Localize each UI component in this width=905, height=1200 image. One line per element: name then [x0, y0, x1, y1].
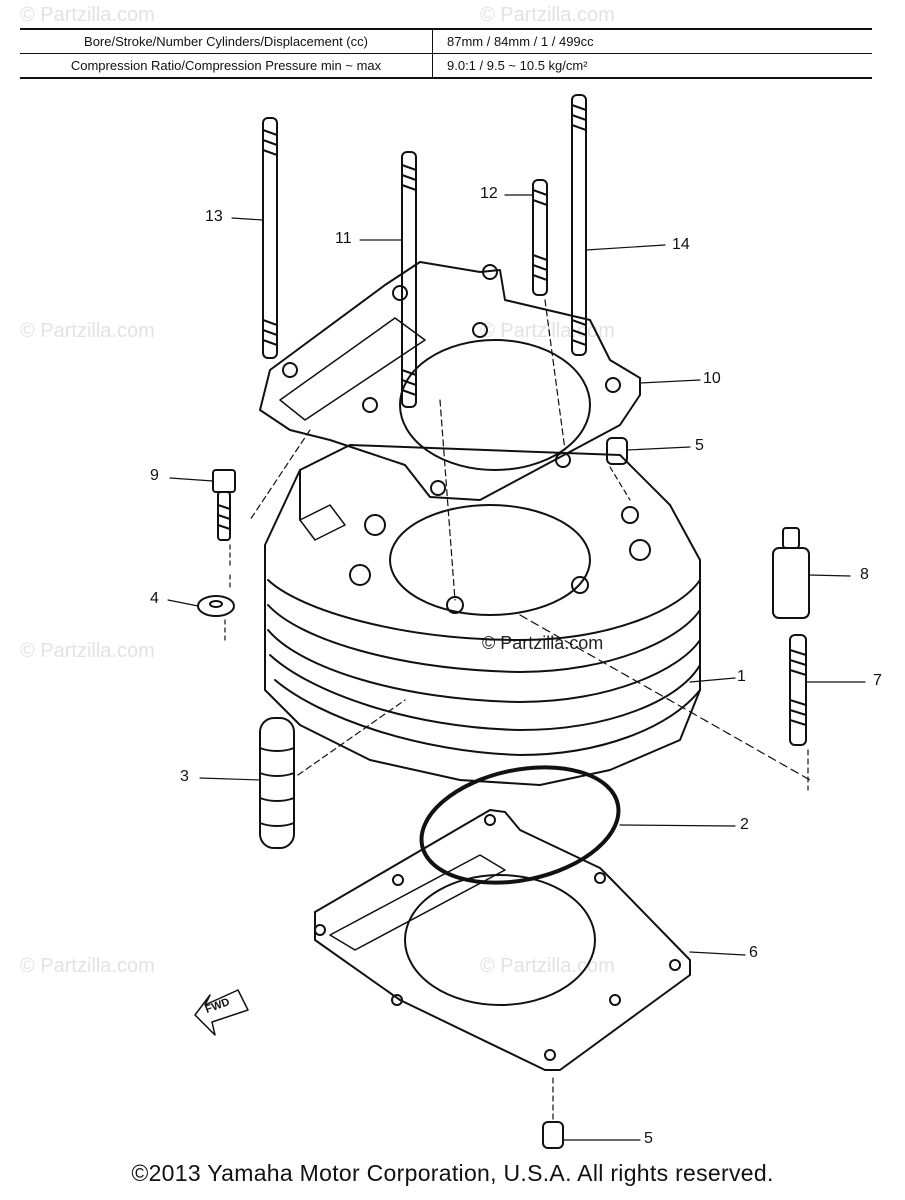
stud-bolt-13 [262, 117, 278, 359]
stud-bolt-14 [571, 94, 587, 356]
spec-row: Compression Ratio/Compression Pressure m… [20, 53, 872, 79]
callout-5: 5 [644, 1130, 653, 1147]
watermark: © Partzilla.com [482, 633, 604, 653]
callout-11: 11 [335, 230, 352, 247]
cylinder-body [264, 444, 701, 786]
watermark: © Partzilla.com [20, 955, 155, 977]
callout-3: 3 [180, 768, 189, 785]
watermark: © Partzilla.com [20, 320, 155, 342]
dowel-pin-upper [606, 437, 628, 465]
callout-8: 8 [860, 566, 869, 583]
head-gasket [259, 261, 641, 501]
spec-table: Bore/Stroke/Number Cylinders/Displacemen… [20, 28, 872, 79]
callout-2: 2 [740, 816, 749, 833]
watermark: © Partzilla.com [480, 320, 615, 342]
spec-label: Compression Ratio/Compression Pressure m… [20, 53, 433, 79]
callout-12: 12 [480, 185, 498, 202]
spec-row: Bore/Stroke/Number Cylinders/Displacemen… [20, 29, 872, 54]
stud-3 [259, 717, 295, 849]
stud-bolt-11 [401, 151, 417, 408]
cap-nut-8 [772, 527, 810, 619]
copyright-notice: ©2013 Yamaha Motor Corporation, U.S.A. A… [131, 1160, 774, 1186]
callout-1: 1 [737, 668, 746, 685]
spec-value: 87mm / 84mm / 1 / 499cc [432, 29, 872, 54]
callout-9: 9 [150, 467, 159, 484]
washer-4 [197, 595, 235, 617]
leader-lines [167, 194, 866, 1141]
o-ring [419, 765, 621, 885]
dowel-pin-lower [542, 1121, 564, 1149]
watermark: © Partzilla.com [20, 4, 155, 26]
watermark: © Partzilla.com [480, 955, 615, 977]
stud-7 [789, 634, 807, 746]
spec-label: Bore/Stroke/Number Cylinders/Displacemen… [20, 29, 433, 54]
base-gasket [314, 809, 691, 1071]
stud-bolt-12 [532, 179, 548, 296]
callout-4: 4 [150, 590, 159, 607]
spec-value: 9.0:1 / 9.5 ~ 10.5 kg/cm² [432, 53, 872, 79]
callout-6: 6 [749, 944, 758, 961]
watermark: © Partzilla.com [20, 640, 155, 662]
callout-7: 7 [873, 672, 882, 689]
callout-14: 14 [672, 236, 690, 253]
fwd-arrow-icon [194, 989, 249, 1036]
callout-5: 5 [695, 437, 704, 454]
bolt-9 [212, 469, 236, 541]
callout-13: 13 [205, 208, 223, 225]
callout-10: 10 [703, 370, 721, 387]
watermark: © Partzilla.com [480, 4, 615, 26]
